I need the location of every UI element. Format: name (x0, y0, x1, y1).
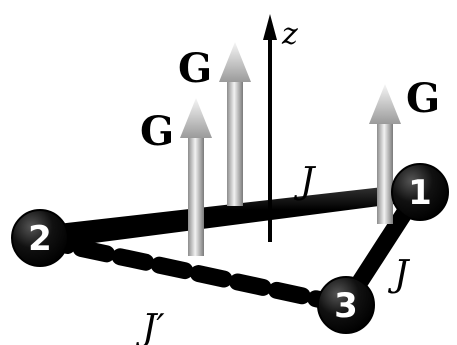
g-vector-arrow-left (180, 98, 212, 256)
g-label-right: G (406, 75, 440, 122)
bond-2-3-dashed (33, 231, 354, 314)
coupling-label-12: J (293, 161, 317, 202)
site-3: 3 (317, 276, 375, 334)
site-2: 2 (11, 209, 69, 267)
g-vector-arrow-mid (219, 42, 251, 206)
bond-1-2 (40, 183, 418, 250)
z-axis (263, 14, 277, 242)
coupling-label-23: J′ (135, 308, 165, 345)
site-2-label: 2 (28, 219, 52, 259)
z-axis-label: z (281, 17, 298, 52)
site-1-label: 1 (408, 173, 432, 213)
site-1: 1 (391, 163, 449, 221)
site-3-label: 3 (334, 286, 358, 326)
coupling-label-13: J (387, 254, 411, 295)
g-label-left: G (140, 108, 174, 155)
g-vector-arrow-right (369, 84, 401, 224)
g-label-mid: G (178, 45, 212, 92)
